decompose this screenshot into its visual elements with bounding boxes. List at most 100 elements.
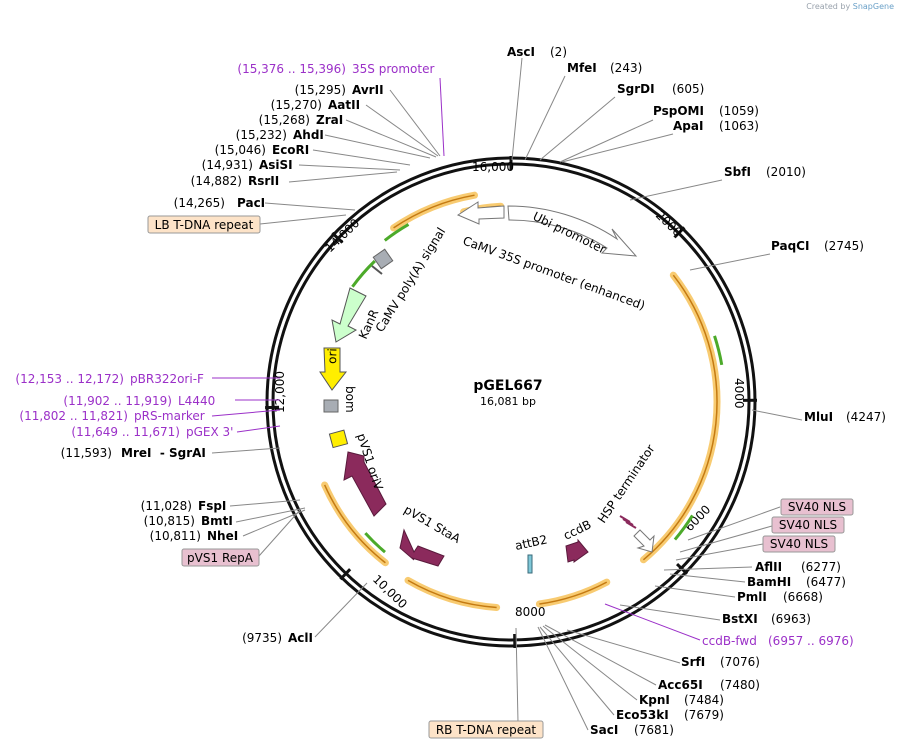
leader-line <box>345 119 437 158</box>
leader-line <box>242 509 306 537</box>
enzyme-name[interactable]: RsrII <box>248 174 279 188</box>
enzyme-labels-right: AscI(2) MfeI(243) SgrDI(605) PspOMI(1059… <box>507 45 886 737</box>
enzyme-name[interactable]: Acc65I <box>658 678 703 692</box>
enzyme-name[interactable]: BamHI <box>747 575 791 589</box>
svg-text:pVS1 RepA: pVS1 RepA <box>187 551 254 565</box>
rb-tdna-box[interactable]: RB T-DNA repeat <box>428 720 544 739</box>
enzyme-pos: (2745) <box>824 239 864 253</box>
attb2-site[interactable] <box>527 554 533 574</box>
hsp-terminator-arrow[interactable] <box>633 529 655 553</box>
enzyme-name[interactable]: MluI <box>804 410 833 424</box>
sv40-nls-box-3[interactable]: SV40 NLS <box>762 535 836 553</box>
pvs1-repa-box[interactable]: pVS1 RepA <box>181 548 260 567</box>
lb-tdna-box[interactable]: LB T-DNA repeat <box>147 215 261 234</box>
enzyme-name[interactable]: AscI <box>507 45 535 59</box>
enzyme-name[interactable]: FspI <box>198 499 226 513</box>
ubi-promoter-arrow[interactable] <box>507 205 638 257</box>
ruler-tick <box>339 568 352 581</box>
leader-line <box>524 75 566 161</box>
enzyme-name[interactable]: AflII <box>755 560 782 574</box>
orf-line[interactable] <box>393 194 475 229</box>
orf-line[interactable] <box>642 274 718 561</box>
enzyme-name[interactable]: PmlI <box>737 590 767 604</box>
feature-boxes: LB T-DNA repeat SV40 NLS SV40 NLS SV40 N… <box>147 215 854 739</box>
ruler-label: 8000 <box>515 605 546 619</box>
enzyme-name[interactable]: PacI <box>237 196 265 210</box>
attb2-label: attB2 <box>514 532 549 552</box>
kanr-arrow[interactable] <box>331 287 367 343</box>
leader-line <box>687 506 781 541</box>
orf-line[interactable] <box>539 581 608 605</box>
ruler-label: 4000 <box>732 378 746 409</box>
leader-line <box>663 566 753 571</box>
enzyme-name[interactable]: MreI - SgrAI <box>121 446 206 460</box>
leader-line <box>312 149 411 166</box>
ccdb-arrow[interactable] <box>565 538 589 563</box>
orf-line[interactable] <box>323 484 386 564</box>
sv40-nls-box-1[interactable]: SV40 NLS <box>780 498 854 516</box>
leader-line <box>324 134 431 159</box>
primer-name[interactable]: pBR322ori-F <box>130 372 204 386</box>
enzyme-name[interactable]: NheI <box>207 529 238 543</box>
primer-name[interactable]: pGEX 3' <box>186 425 233 439</box>
enzyme-name[interactable]: BmtI <box>201 514 233 528</box>
leader-line <box>689 253 771 271</box>
enzyme-name[interactable]: AhdI <box>293 128 324 142</box>
snapgene-brand: SnapGene <box>852 2 894 11</box>
orf-line[interactable] <box>407 579 497 609</box>
enzyme-name[interactable]: AsiSI <box>259 158 293 172</box>
primer-name[interactable]: ccdB-fwd <box>702 634 757 648</box>
primer-name[interactable]: L4440 <box>178 394 215 408</box>
enzyme-name[interactable]: AclI <box>288 631 313 645</box>
leader-line <box>669 573 746 583</box>
enzyme-name[interactable]: KpnI <box>639 693 670 707</box>
primer-name[interactable]: 35S promoter <box>352 62 434 76</box>
enzyme-name[interactable]: Eco53kI <box>616 708 669 722</box>
primer-name[interactable]: pRS-marker <box>134 409 205 423</box>
leader-line <box>679 525 773 553</box>
enzyme-pos: (15,046) <box>215 143 266 157</box>
enzyme-name[interactable]: SacI <box>590 723 618 737</box>
enzyme-pos: (11,593) <box>61 446 112 460</box>
polya-tick <box>371 265 383 275</box>
enzyme-pos: (6963) <box>771 612 811 626</box>
enzyme-pos: (14,265) <box>174 196 225 210</box>
leader-line <box>751 409 803 421</box>
camv-35s-arrow[interactable] <box>456 201 505 225</box>
enzyme-name[interactable]: SgrDI <box>617 82 655 96</box>
pvs1-staa-arrow[interactable] <box>399 528 445 567</box>
enzyme-name[interactable]: PspOMI <box>653 104 704 118</box>
bom-box[interactable] <box>323 399 339 413</box>
enzyme-pos: (6477) <box>806 575 846 589</box>
enzyme-name[interactable]: ZraI <box>316 113 343 127</box>
enzyme-name[interactable]: ApaI <box>673 119 703 133</box>
primer-pos: (11,649 .. 11,671) <box>71 425 180 439</box>
primer-pos: (11,802 .. 11,821) <box>19 409 128 423</box>
leader-line <box>298 164 401 171</box>
leader-line <box>264 202 356 211</box>
enzyme-name[interactable]: PaqCI <box>771 239 809 253</box>
enzyme-name[interactable]: AatII <box>328 98 360 112</box>
oriv-box[interactable] <box>328 429 349 449</box>
enzyme-name[interactable]: EcoRI <box>272 143 309 157</box>
direction-arrow <box>713 335 724 366</box>
enzyme-pos: (7480) <box>720 678 760 692</box>
enzyme-name[interactable]: SrfI <box>681 655 705 669</box>
enzyme-pos: (10,811) <box>150 529 201 543</box>
pvs1-oriv-arrow[interactable] <box>343 451 387 517</box>
svg-text:SV40 NLS: SV40 NLS <box>770 537 828 551</box>
leader-line <box>537 626 589 731</box>
enzyme-name[interactable]: AvrII <box>352 83 384 97</box>
staa-label: pVS1 StaA <box>402 502 464 546</box>
ori-arrow[interactable] <box>319 347 348 391</box>
sv40-nls-box-2[interactable]: SV40 NLS <box>771 516 845 534</box>
camv-polya-box[interactable] <box>372 248 394 270</box>
enzyme-name[interactable]: BstXI <box>722 612 758 626</box>
enzyme-name[interactable]: MfeI <box>567 61 597 75</box>
plasmid-size: 16,081 bp <box>480 395 536 408</box>
leader-line <box>259 214 347 225</box>
primer-pos: (6957 .. 6976) <box>768 634 854 648</box>
leader-line <box>511 57 523 161</box>
leader-line <box>542 625 638 701</box>
enzyme-name[interactable]: SbfI <box>724 165 751 179</box>
